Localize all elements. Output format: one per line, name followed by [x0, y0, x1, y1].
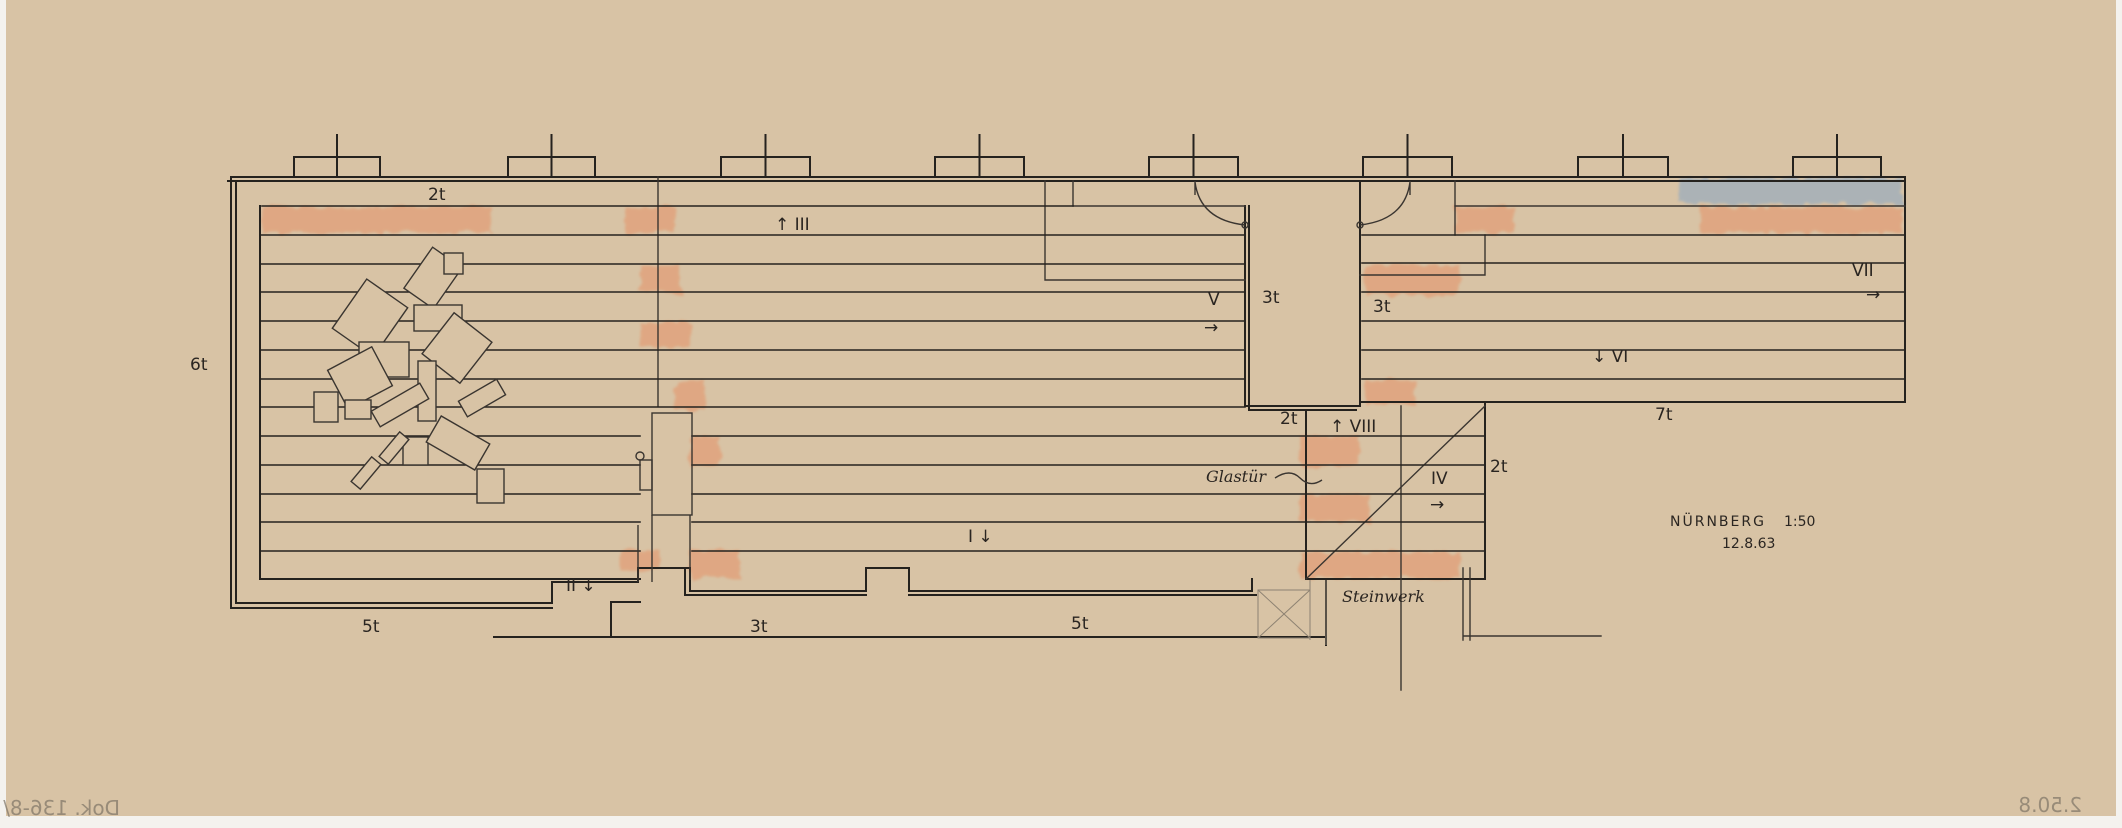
dim-right-2t: 2t — [1490, 457, 1508, 477]
verso-mark-right: 2.50.8 — [2018, 793, 2082, 817]
room-label-I: I ↓ — [968, 527, 993, 547]
dim-left-6t: 6t — [190, 355, 208, 375]
dim-bottom-5t-right: 5t — [1071, 614, 1089, 634]
room-label-V: V — [1208, 290, 1220, 310]
glastuer-leader — [1274, 472, 1323, 485]
dim-top-2t: 2t — [428, 185, 446, 205]
window — [934, 134, 1025, 178]
window — [1362, 134, 1453, 178]
orange-crayon-shading — [262, 207, 1902, 578]
window — [720, 134, 811, 178]
place-label: NÜRNBERG — [1670, 512, 1766, 530]
room-label-VI: ↓ VI — [1592, 347, 1628, 367]
dim-mid-2t: 2t — [1280, 409, 1298, 429]
dim-corridor-3t-right: 3t — [1373, 297, 1391, 317]
room-label-II: II ↓ — [566, 576, 596, 596]
date-label: 12.8.63 — [1722, 536, 1775, 552]
door-arcs — [1194, 181, 1411, 229]
windows — [293, 134, 1882, 178]
arrow-VII: → — [1866, 285, 1880, 305]
dim-bottom-5t-left: 5t — [362, 617, 380, 637]
walls — [227, 176, 1906, 691]
label-steinwerk: Steinwerk — [1342, 587, 1425, 606]
window — [1577, 134, 1669, 178]
scale-label: 1:50 — [1784, 514, 1815, 530]
window — [507, 134, 596, 178]
dim-corridor-3t-left: 3t — [1262, 288, 1280, 308]
window — [1148, 134, 1239, 178]
title-block: NÜRNBERG 1:50 12.8.63 — [1670, 512, 1815, 552]
labels: 2t 6t ↑ III V → 3t 3t VII → ↓ VI 7t 2t ↑… — [190, 185, 1880, 637]
verso-mark-left: Dok. 136-8/ — [3, 796, 120, 820]
window — [293, 134, 381, 178]
room-label-VII: VII — [1852, 261, 1874, 281]
stair-element — [635, 412, 693, 582]
dim-bottom-3t: 3t — [750, 617, 768, 637]
blue-crayon-shading — [1680, 178, 1902, 204]
room-label-VIII: ↑ VIII — [1330, 417, 1376, 437]
window — [1792, 134, 1882, 178]
arrow-IV: → — [1430, 495, 1444, 515]
arrow-V: → — [1204, 318, 1218, 338]
room-label-IV: IV — [1431, 469, 1448, 489]
furniture-blocks — [313, 246, 507, 504]
room-label-III: ↑ III — [775, 215, 810, 235]
steinwerk-stair — [1257, 580, 1327, 645]
label-glastuer: Glastür — [1206, 467, 1267, 486]
dim-right-7t: 7t — [1655, 405, 1673, 425]
